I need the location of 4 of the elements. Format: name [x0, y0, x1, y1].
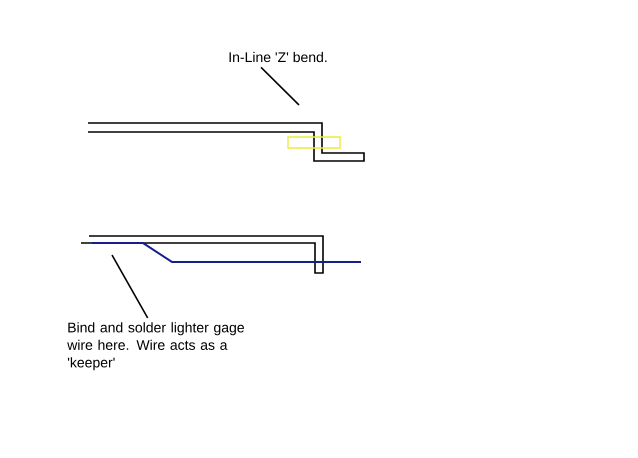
note-text: In-Line 'Z' bend. — [230, 52, 326, 62]
leader-line — [111, 254, 148, 318]
note-text: Bind and solder lighter gage wire here. Wire acts as a 'keeper' — [67, 322, 244, 370]
leader-line — [260, 66, 300, 106]
